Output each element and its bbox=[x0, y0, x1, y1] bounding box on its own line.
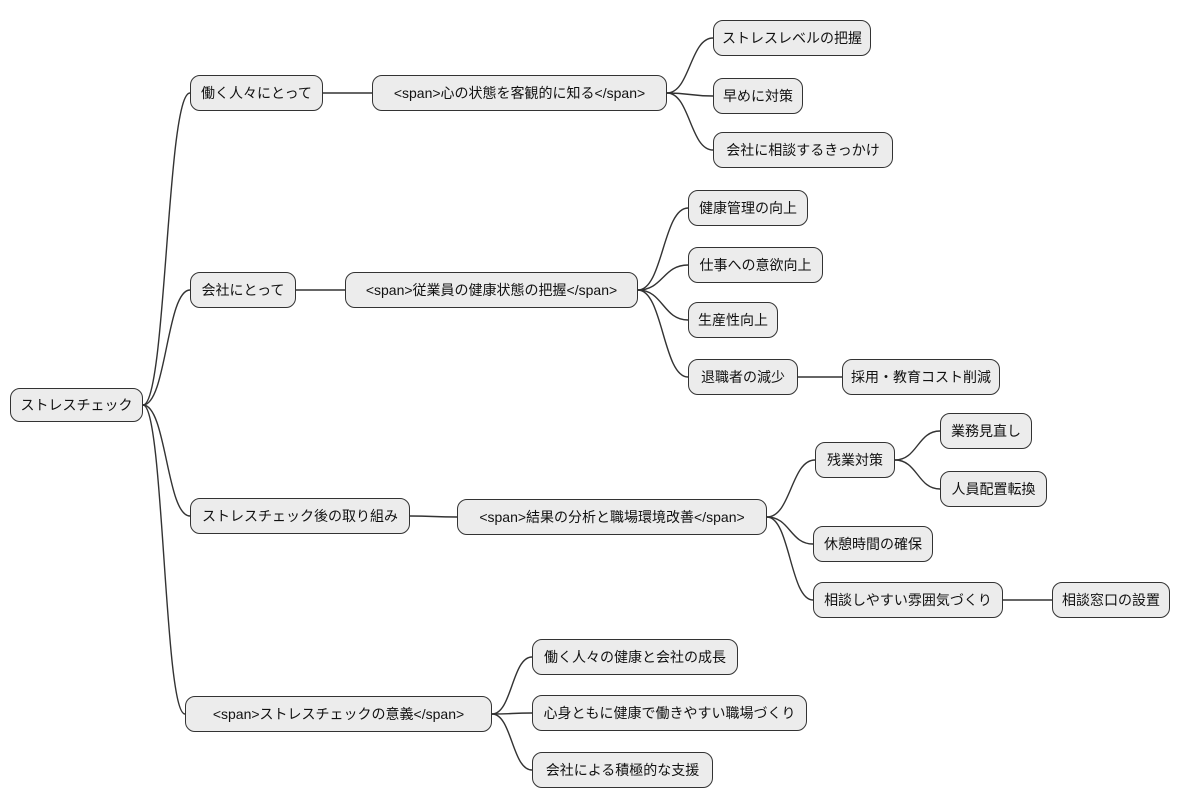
mindmap-node-l3a: 残業対策 bbox=[815, 442, 895, 478]
mindmap-node-l3b: 休憩時間の確保 bbox=[813, 526, 933, 562]
mindmap-node-l2b: 仕事への意欲向上 bbox=[688, 247, 823, 283]
mindmap-node-l3c1: 相談窓口の設置 bbox=[1052, 582, 1170, 618]
mindmap-node-l3a1: 業務見直し bbox=[940, 413, 1032, 449]
mindmap-node-l2d: 退職者の減少 bbox=[688, 359, 798, 395]
mindmap-node-b1m: <span>心の状態を客観的に知る</span> bbox=[372, 75, 667, 111]
mindmap-node-b3m: <span>結果の分析と職場環境改善</span> bbox=[457, 499, 767, 535]
mindmap-node-l3c: 相談しやすい雰囲気づくり bbox=[813, 582, 1003, 618]
mindmap-node-l2a: 健康管理の向上 bbox=[688, 190, 808, 226]
mindmap-node-l1a: ストレスレベルの把握 bbox=[713, 20, 871, 56]
mindmap-node-l2e: 採用・教育コスト削減 bbox=[842, 359, 1000, 395]
mindmap-node-l4a: 働く人々の健康と会社の成長 bbox=[532, 639, 738, 675]
mindmap-node-l4b: 心身ともに健康で働きやすい職場づくり bbox=[532, 695, 807, 731]
mindmap-node-l2c: 生産性向上 bbox=[688, 302, 778, 338]
mindmap-node-b1: 働く人々にとって bbox=[190, 75, 323, 111]
mindmap-node-b3: ストレスチェック後の取り組み bbox=[190, 498, 410, 534]
mindmap-node-l4c: 会社による積極的な支援 bbox=[532, 752, 713, 788]
mindmap-node-root: ストレスチェック bbox=[10, 388, 143, 422]
mindmap-node-b2: 会社にとって bbox=[190, 272, 296, 308]
mindmap-node-l3a2: 人員配置転換 bbox=[940, 471, 1047, 507]
mindmap-node-b2m: <span>従業員の健康状態の把握</span> bbox=[345, 272, 638, 308]
mindmap-node-l1c: 会社に相談するきっかけ bbox=[713, 132, 893, 168]
mindmap-node-l1b: 早めに対策 bbox=[713, 78, 803, 114]
mindmap-node-b4: <span>ストレスチェックの意義</span> bbox=[185, 696, 492, 732]
